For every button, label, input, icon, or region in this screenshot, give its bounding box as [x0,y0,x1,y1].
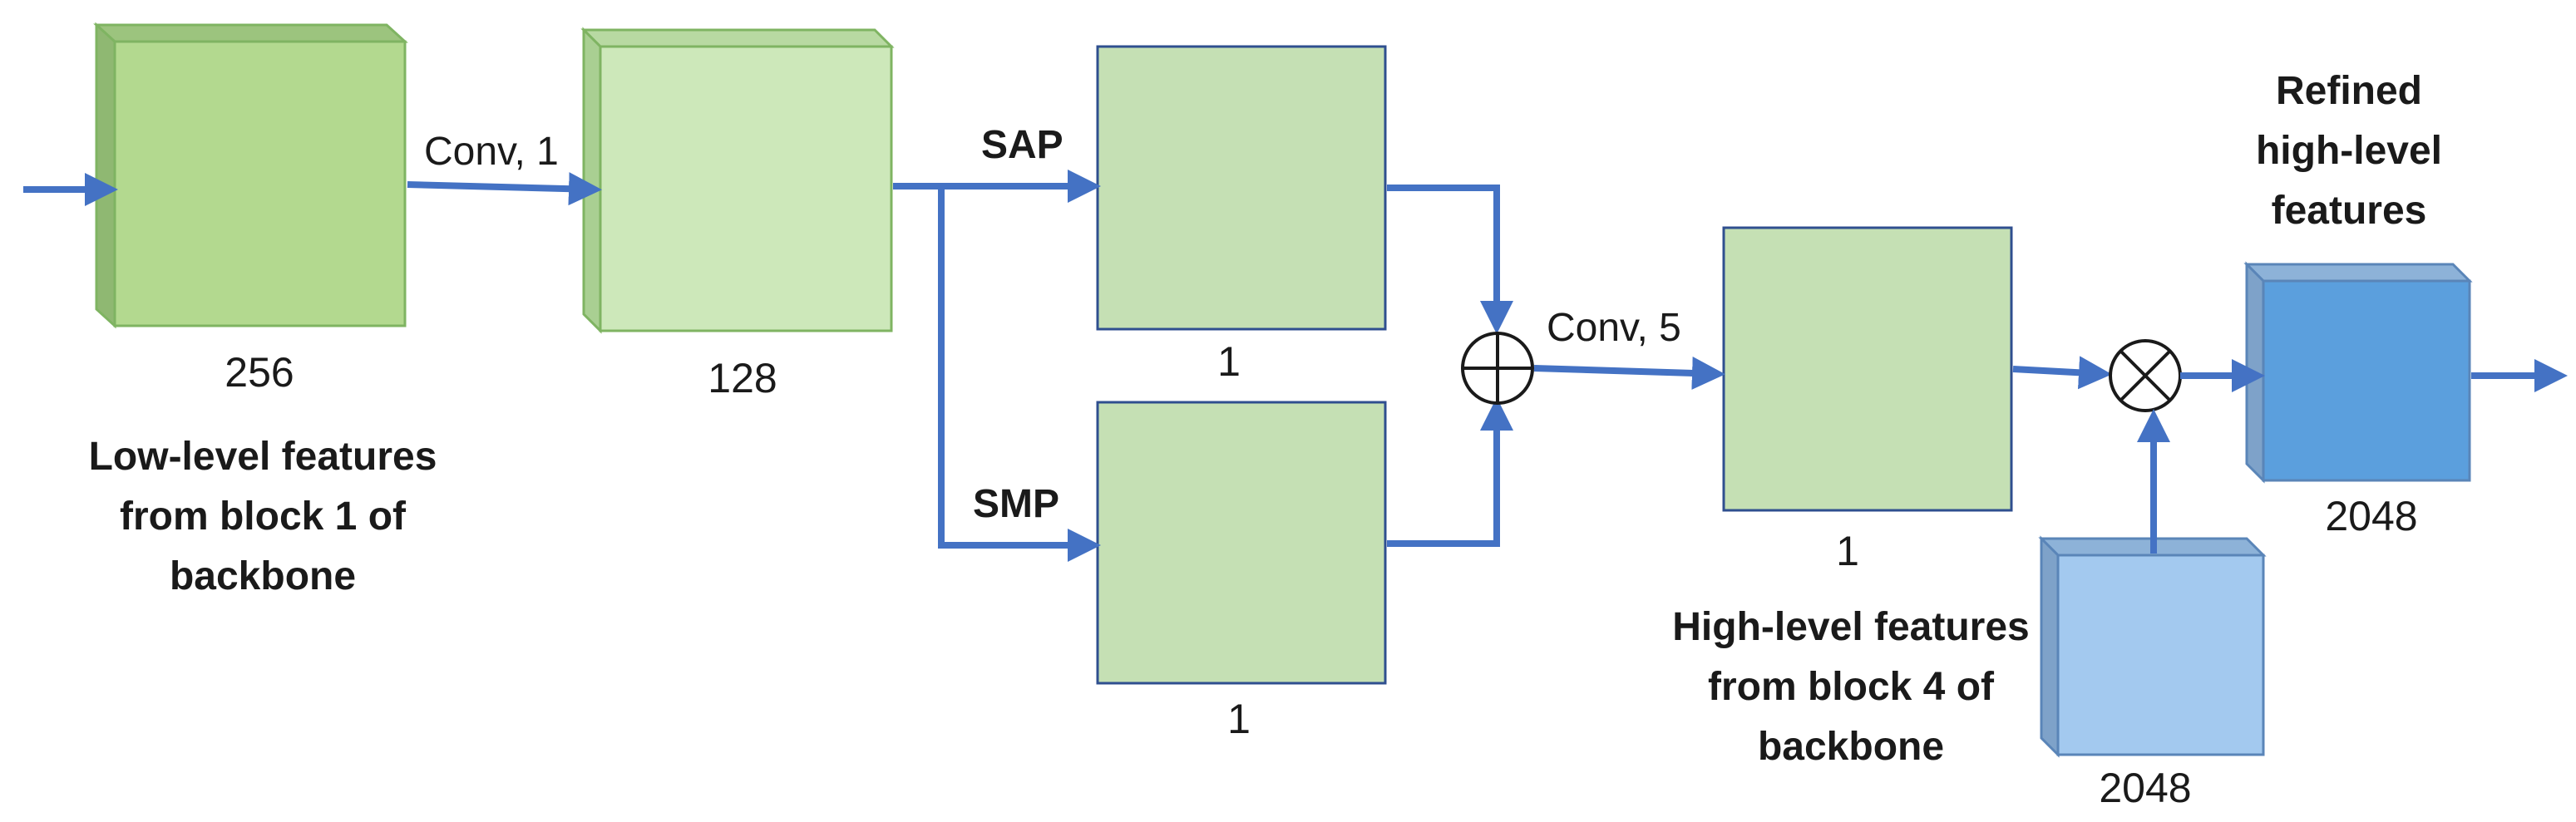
conv5-to-mult-arrow [2012,356,2112,390]
high-block-caption-line1: High-level features [1672,605,2029,649]
smp-feature-block [1096,401,1387,685]
sum-operator-icon [1461,332,1534,405]
high-block-channels: 2048 [2099,765,2191,811]
sap-block-channels: 1 [1217,338,1241,385]
refined-block-caption-line1: Refined [2276,69,2422,113]
refined-block-channels: 2048 [2325,493,2417,539]
conv1-edge-label: Conv, 1 [424,130,559,174]
sap-to-sum-arrow [1387,185,1513,334]
sap-feature-block [1096,45,1387,331]
refined-feature-block [2243,261,2473,484]
conv1-arrow [407,172,602,206]
conv5-feature-block [1722,226,2013,512]
low-level-feature-block [93,22,408,329]
smp-to-sum-arrow [1387,397,1513,547]
low-block-caption-line3: backbone [170,554,356,598]
high-block-caption-line2: from block 4 of [1708,665,1995,709]
multiply-operator-icon [2109,339,2182,412]
smp-block-channels: 1 [1227,696,1251,742]
high-block-caption-line3: backbone [1758,725,1944,769]
low-block-channels: 256 [225,349,294,396]
smp-edge-label: SMP [973,482,1059,526]
refined-block-caption-line3: features [2272,189,2427,233]
conv5-arrow [1533,357,1725,390]
refined-block-caption-line2: high-level [2256,129,2442,173]
low-block-caption-line1: Low-level features [89,435,437,479]
sap-edge-label: SAP [981,123,1063,167]
smp-arrow [938,186,1101,562]
conv1-block-channels: 128 [708,355,777,401]
conv5-block-channels: 1 [1836,528,1859,574]
low-block-caption-line2: from block 1 of [120,495,407,539]
conv5-edge-label: Conv, 5 [1547,306,1681,350]
high-level-feature-block [2038,535,2267,758]
conv1-feature-block [580,27,895,334]
